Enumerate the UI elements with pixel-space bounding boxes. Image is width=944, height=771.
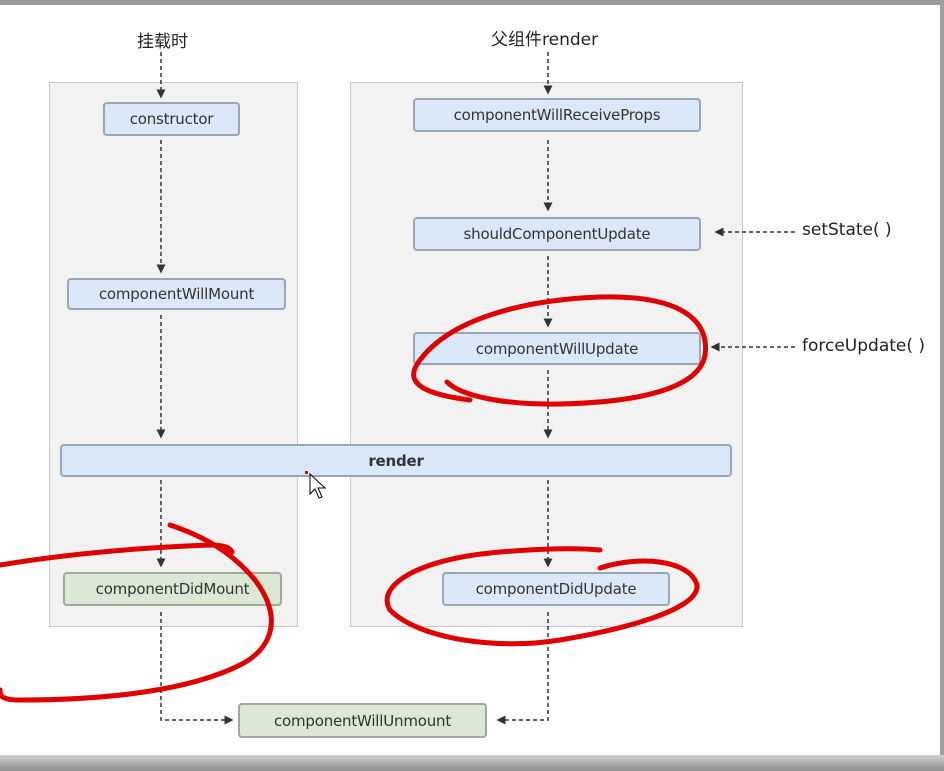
mount-header: 挂载时 <box>137 32 188 52</box>
mouse-cursor-icon <box>305 471 327 499</box>
component-will-receive-props-node: componentWillReceiveProps <box>413 98 701 132</box>
component-will-unmount-node: componentWillUnmount <box>238 703 487 738</box>
component-will-update-node: componentWillUpdate <box>413 332 701 365</box>
render-node: render <box>60 444 732 477</box>
window-frame-right <box>940 0 944 771</box>
window-frame-bottom <box>0 755 944 771</box>
component-did-update-node: componentDidUpdate <box>442 572 670 606</box>
set-state-label: setState( ) <box>802 220 892 240</box>
force-update-label: forceUpdate( ) <box>802 336 926 356</box>
should-component-update-node: shouldComponentUpdate <box>413 217 701 251</box>
component-did-mount-node: componentDidMount <box>63 572 282 606</box>
window-frame-top <box>0 0 944 5</box>
component-will-mount-node: componentWillMount <box>67 278 286 310</box>
arrow <box>496 612 549 725</box>
annotation-circle-did-mount <box>0 522 274 703</box>
update-header: 父组件render <box>491 30 599 50</box>
annotation-circle-will-update <box>411 294 709 407</box>
annotation-circle-did-update <box>384 546 700 647</box>
arrow <box>160 612 234 725</box>
mount-panel <box>49 82 298 627</box>
constructor-node: constructor <box>103 102 240 136</box>
